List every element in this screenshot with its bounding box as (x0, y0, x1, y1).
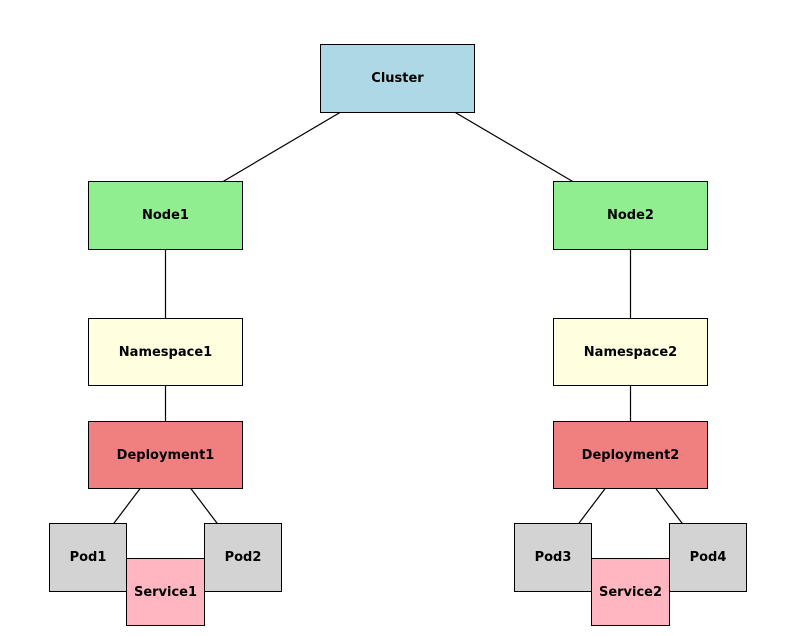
pod1-label: Pod1 (69, 550, 107, 565)
cluster-label: Cluster (371, 71, 424, 86)
service1-label: Service1 (133, 584, 198, 600)
namespace2-label: Namespace2 (583, 344, 678, 360)
service2-node: Service2 (591, 558, 670, 626)
pod3-label: Pod3 (534, 550, 572, 565)
node2-node: Node2 (553, 181, 708, 250)
pod3-node: Pod3 (514, 523, 592, 592)
node1-node: Node1 (88, 181, 243, 250)
namespace1-node: Namespace1 (88, 318, 243, 386)
pod2-label: Pod2 (224, 550, 262, 565)
service2-label: Service2 (598, 584, 663, 600)
node2-label: Node2 (607, 208, 654, 223)
deployment1-label: Deployment1 (116, 447, 215, 463)
pod4-node: Pod4 (669, 523, 747, 592)
cluster-node: Cluster (320, 44, 475, 113)
deployment2-node: Deployment2 (553, 421, 708, 489)
service1-node: Service1 (126, 558, 205, 626)
node1-label: Node1 (142, 208, 189, 223)
deployment1-node: Deployment1 (88, 421, 243, 489)
deployment2-label: Deployment2 (581, 447, 680, 463)
pod2-node: Pod2 (204, 523, 282, 592)
namespace1-label: Namespace1 (118, 344, 213, 360)
pod1-node: Pod1 (49, 523, 127, 592)
pod4-label: Pod4 (689, 550, 727, 565)
namespace2-node: Namespace2 (553, 318, 708, 386)
